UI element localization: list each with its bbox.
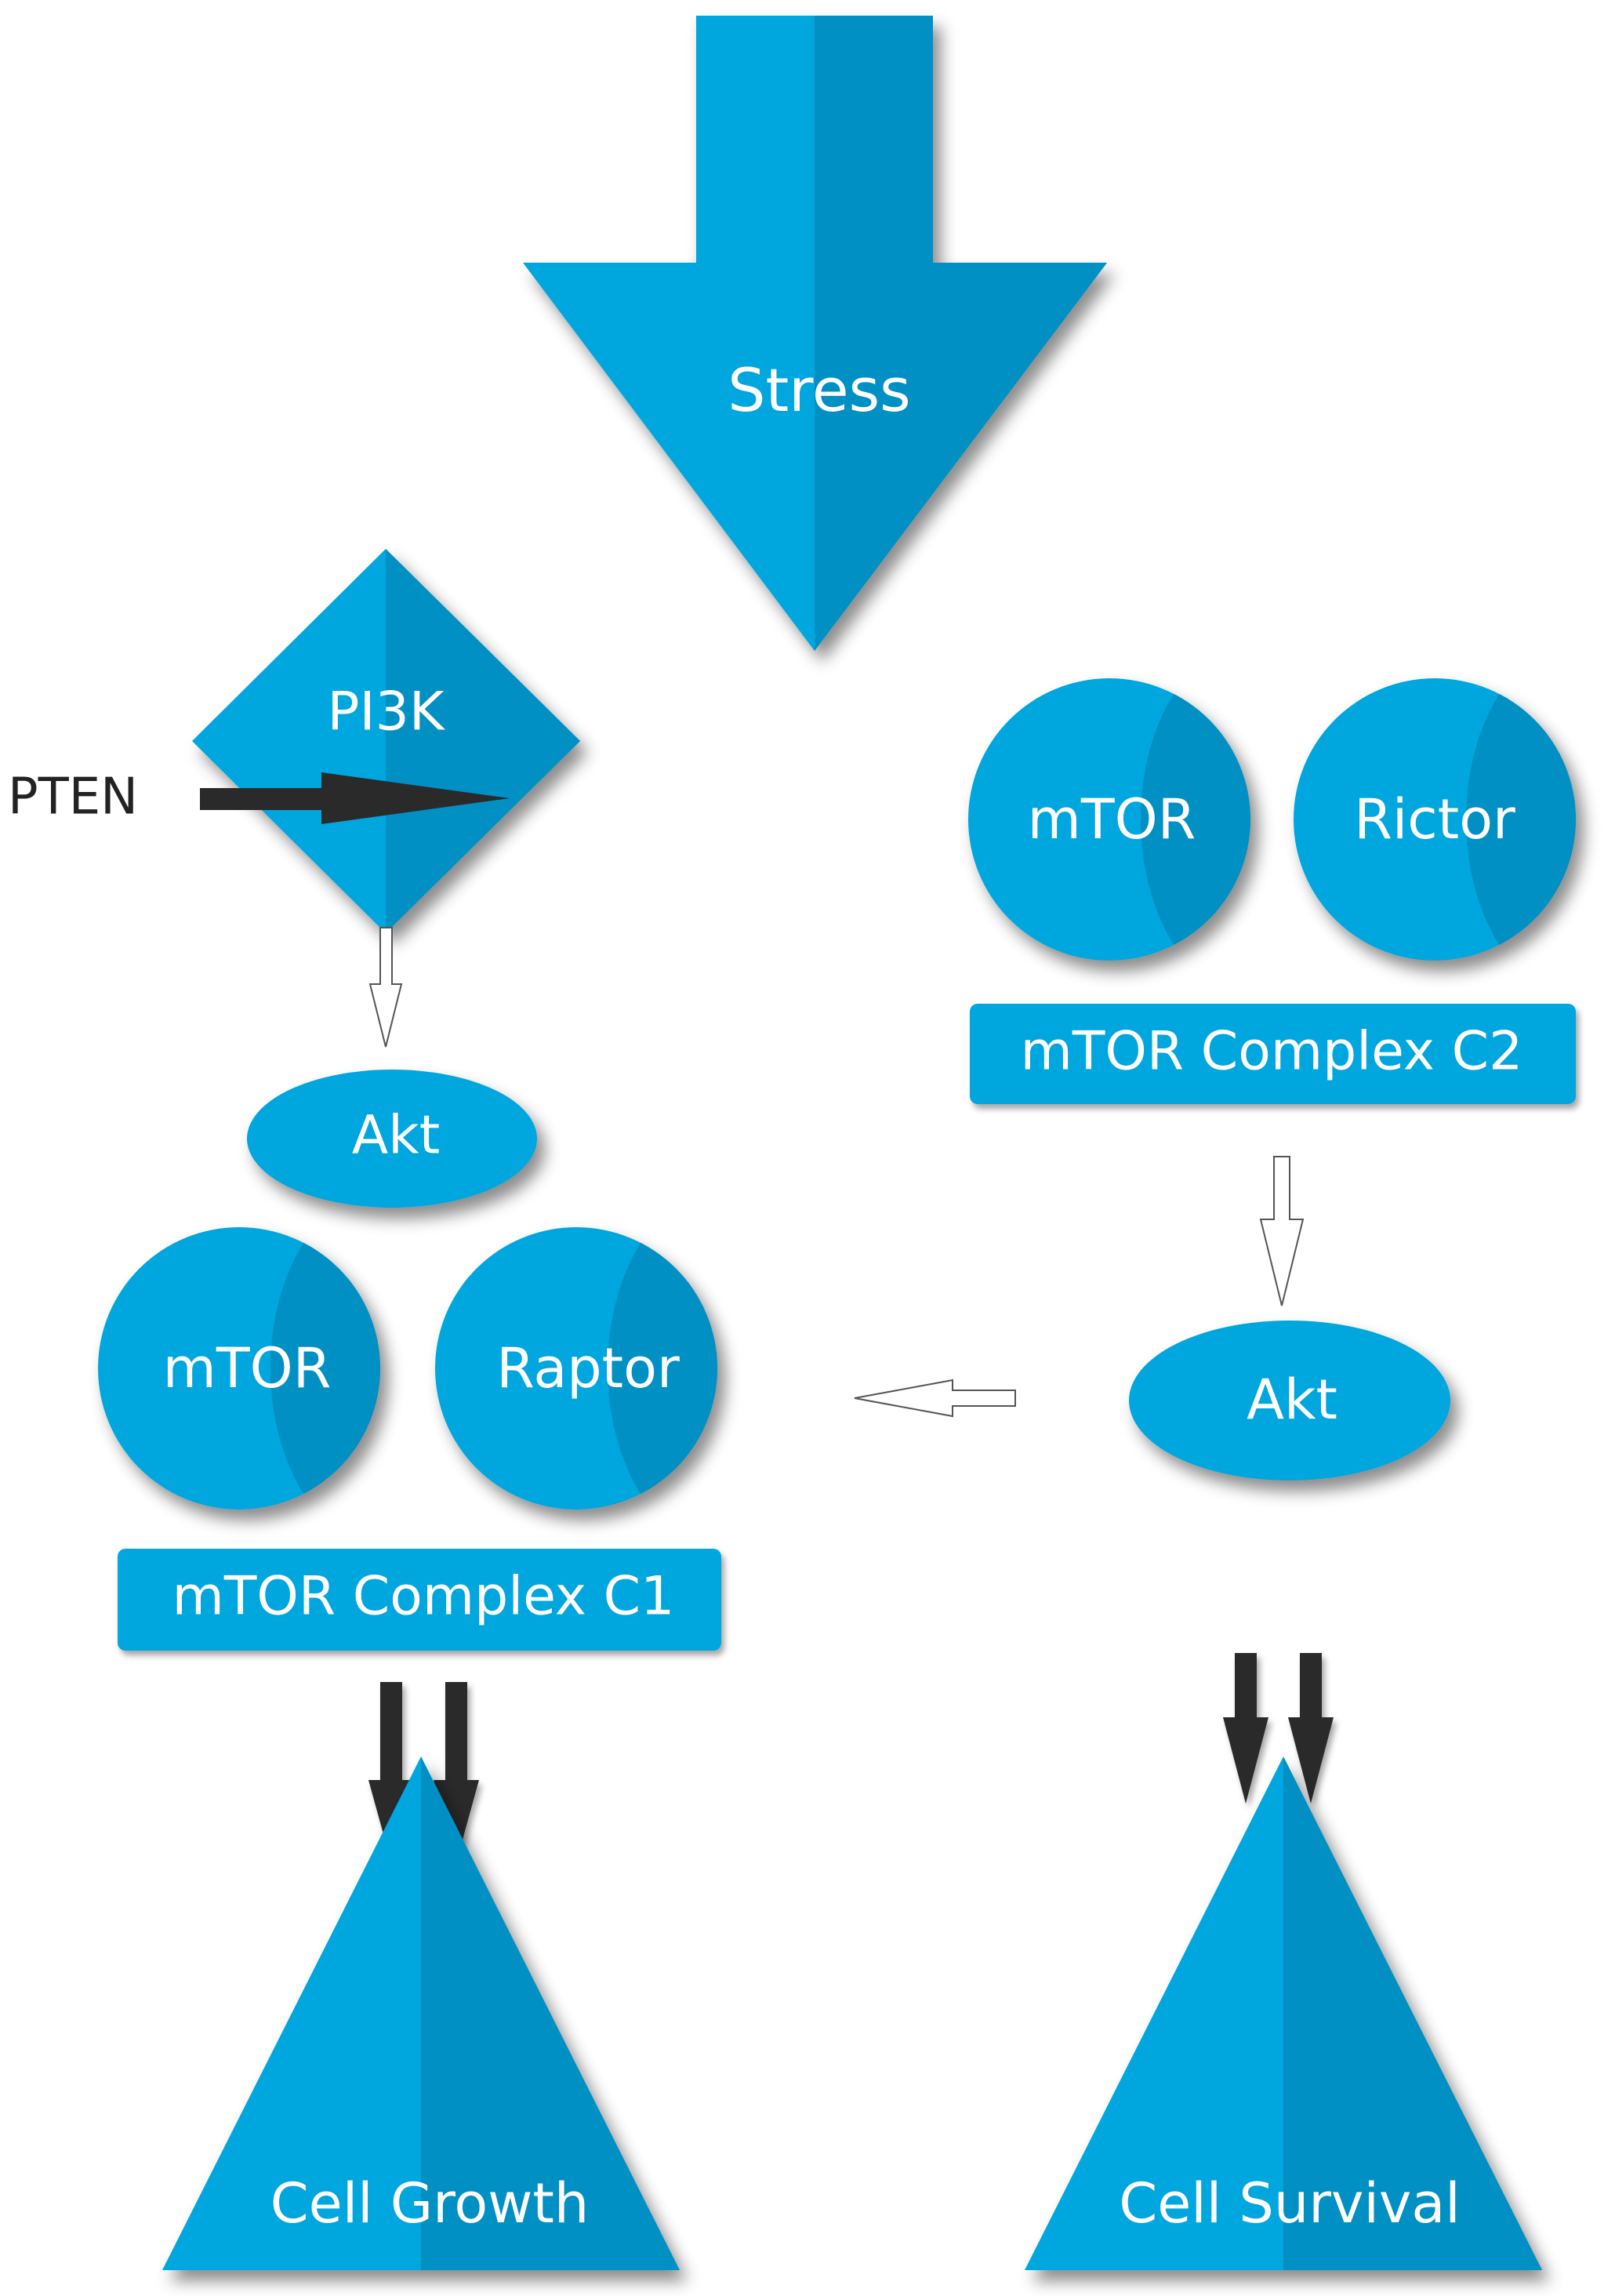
akt-right-ellipse xyxy=(1129,1321,1450,1480)
mtor-left-circle xyxy=(98,1227,380,1509)
pi3k-label: PI3K xyxy=(328,681,446,743)
rictor-label: Rictor xyxy=(1354,787,1515,852)
pten-label: PTEN xyxy=(8,768,138,826)
mtor-right-label: mTOR xyxy=(1028,787,1196,852)
mtor-left-label: mTOR xyxy=(163,1336,332,1400)
complex-c2-box xyxy=(970,1004,1576,1104)
survival-double-arrow xyxy=(1223,1653,1334,1804)
stress-label: Stress xyxy=(728,355,911,425)
complex-c1-label: mTOR Complex C1 xyxy=(172,1566,675,1628)
akt-left-label: Akt xyxy=(352,1105,441,1167)
akt-to-c1-arrow xyxy=(854,1379,1016,1418)
pi3k-to-akt-arrow xyxy=(368,927,403,1048)
pten-inhibition-arrow xyxy=(200,772,510,824)
raptor-label: Raptor xyxy=(496,1336,680,1400)
mtor-right-circle xyxy=(968,678,1250,961)
stress-arrow xyxy=(523,16,1107,651)
c2-to-akt-arrow xyxy=(1259,1156,1305,1306)
akt-left-ellipse xyxy=(247,1070,537,1208)
complex-c2-label: mTOR Complex C2 xyxy=(1021,1021,1523,1083)
rictor-circle xyxy=(1294,678,1576,961)
cell-growth-label: Cell Growth xyxy=(270,2171,589,2236)
akt-right-label: Akt xyxy=(1247,1368,1337,1432)
raptor-circle xyxy=(435,1227,717,1509)
complex-c1-box xyxy=(118,1549,721,1651)
cell-survival-label: Cell Survival xyxy=(1119,2171,1460,2236)
